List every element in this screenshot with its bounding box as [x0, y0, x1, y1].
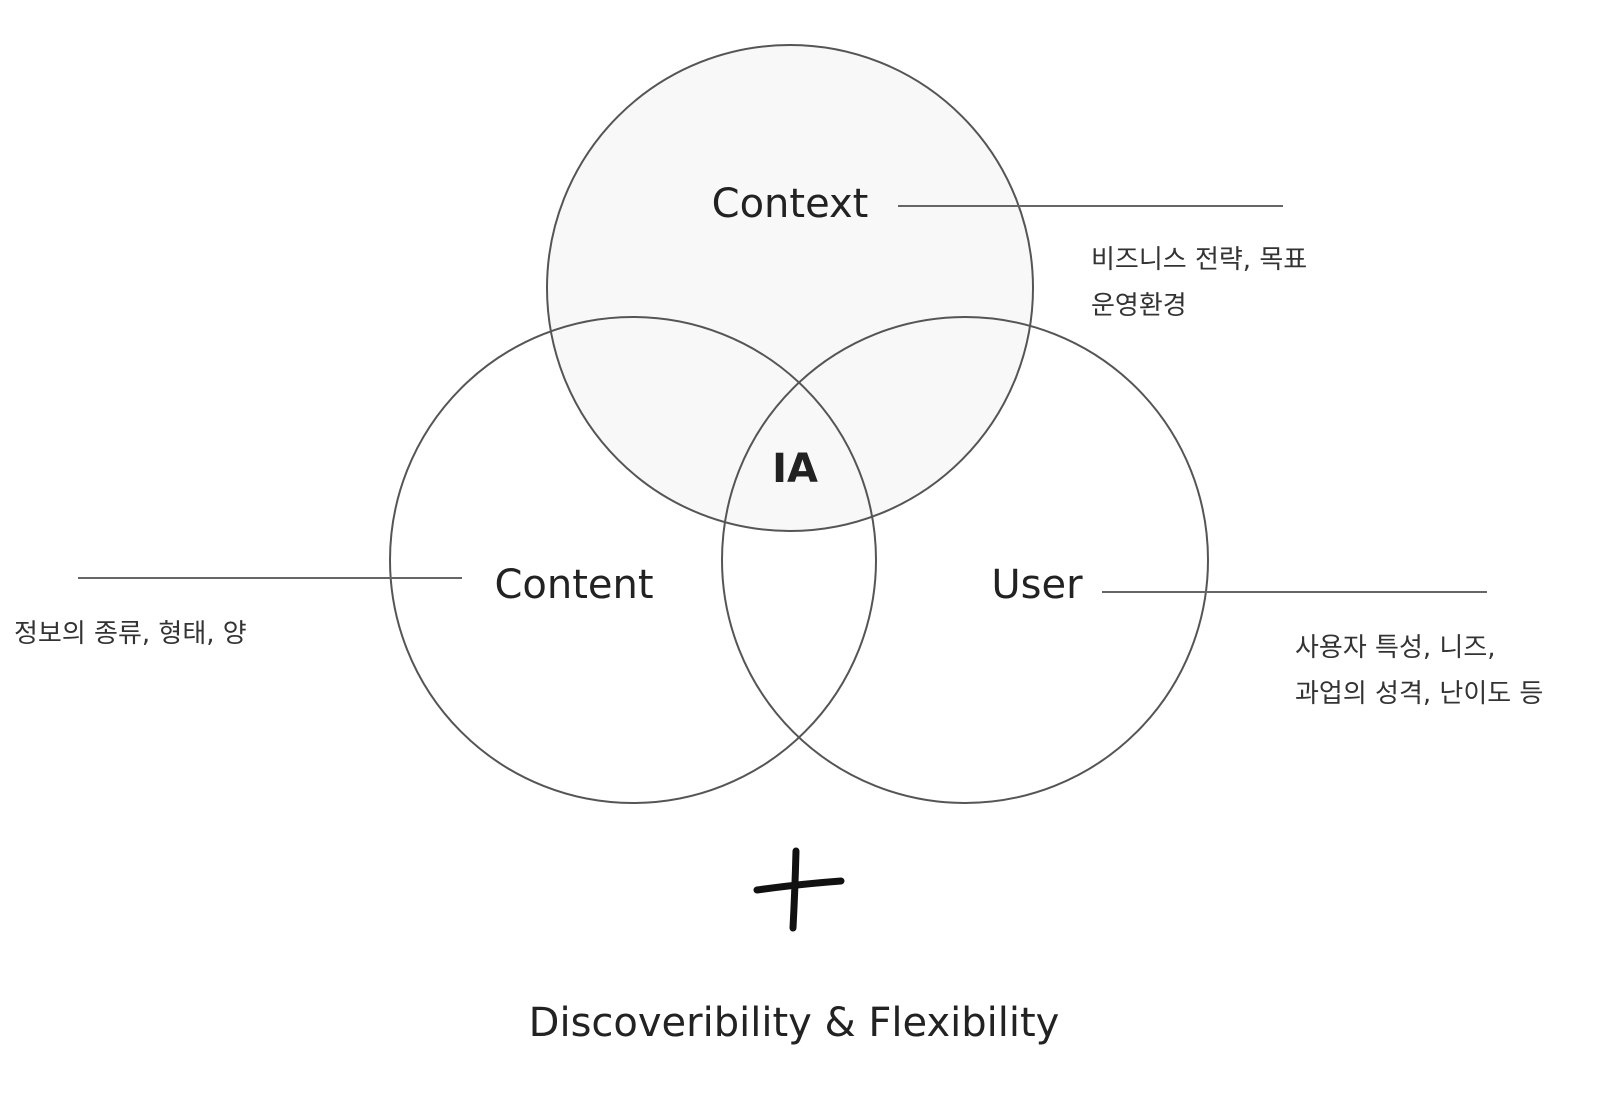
- user-circle: [721, 316, 1209, 804]
- content-label: Content: [494, 562, 653, 608]
- context-note-line-1: 비즈니스 전략, 목표: [1091, 245, 1307, 275]
- context-circle: [546, 44, 1034, 532]
- context-circle-fill: [547, 45, 1033, 531]
- footer-text: Discoveribility & Flexibility: [529, 1000, 1060, 1046]
- ia-center-label: IA: [772, 446, 818, 492]
- context-label: Context: [712, 181, 869, 227]
- content-note-line-1: 정보의 종류, 형태, 양: [14, 619, 247, 649]
- user-label: User: [991, 562, 1083, 608]
- plus-icon: [753, 847, 845, 932]
- user-note-line-1: 사용자 특성, 니즈,: [1295, 633, 1496, 663]
- context-note-line-2: 운영환경: [1091, 291, 1187, 321]
- content-circle: [389, 316, 877, 804]
- user-note-line-2: 과업의 성격, 난이도 등: [1295, 679, 1543, 709]
